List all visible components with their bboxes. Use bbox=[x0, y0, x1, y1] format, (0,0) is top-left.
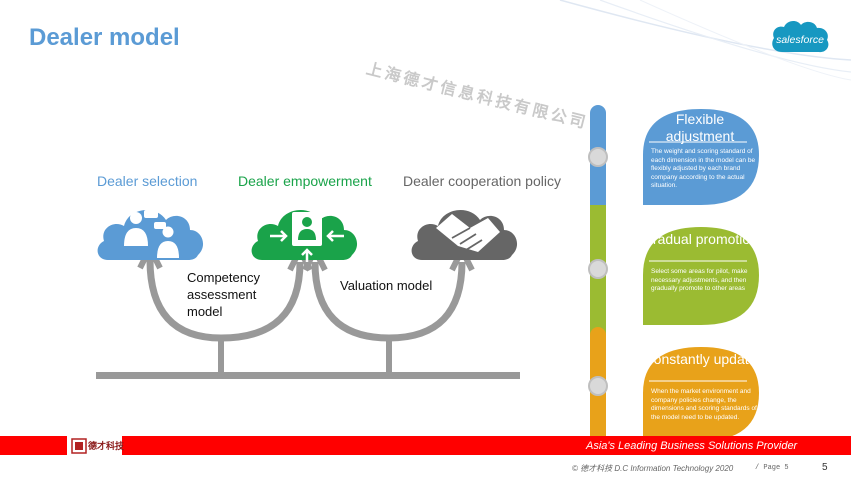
company-logo bbox=[67, 436, 122, 455]
bubble-flexible bbox=[643, 109, 759, 205]
bubble-title-flexible: Flexible adjustment bbox=[665, 111, 735, 144]
bubble-body-constant: When the market environment and company … bbox=[651, 388, 757, 421]
arc-competency bbox=[146, 259, 304, 342]
competency-model-label: Competency assessment model bbox=[187, 270, 260, 319]
post-right bbox=[386, 336, 392, 374]
arc-valuation bbox=[311, 261, 466, 342]
bubbles-bg bbox=[643, 109, 759, 441]
page-number: 5 bbox=[822, 462, 828, 473]
salesforce-logo: salesforce bbox=[768, 16, 832, 58]
cloud-label-dealer-cooperation-policy: Dealer cooperation policy bbox=[403, 173, 561, 189]
post-left bbox=[218, 336, 224, 374]
bubble-title-gradual: Gradual promotion bbox=[642, 231, 758, 247]
company-seal-icon bbox=[71, 438, 87, 454]
bubble-gradual bbox=[643, 227, 759, 325]
timeline-node bbox=[588, 259, 608, 279]
page-label: / Page 5 bbox=[755, 464, 789, 472]
salesforce-logo-text: salesforce bbox=[776, 34, 824, 46]
cloud-label-dealer-empowerment: Dealer empowerment bbox=[238, 173, 372, 189]
timeline-node bbox=[588, 376, 608, 396]
footer-tagline: Asia's Leading Business Solutions Provid… bbox=[586, 440, 798, 452]
timeline bbox=[588, 105, 608, 451]
copyright: © 德才科技 D.C Information Technology 2020 bbox=[572, 464, 734, 473]
bubble-constant bbox=[643, 347, 759, 441]
page-title: Dealer model bbox=[29, 24, 180, 51]
company-logo-text: 德才科技 bbox=[88, 442, 125, 452]
bubble-title-constant: Constantly update bbox=[643, 351, 757, 367]
bubble-body-gradual: Select some areas for pilot, make necess… bbox=[651, 268, 748, 293]
bubble-body-flexible: The weight and scoring standard of each … bbox=[651, 148, 756, 190]
header-decoration bbox=[559, 0, 851, 81]
timeline-node bbox=[588, 147, 608, 167]
person-arrows-icon bbox=[251, 209, 358, 262]
dealer-model-diagram bbox=[96, 209, 520, 379]
people-chat-icon bbox=[97, 209, 204, 260]
cloud-label-dealer-selection: Dealer selection bbox=[97, 173, 198, 189]
footer-bar bbox=[0, 436, 851, 455]
valuation-model-label: Valuation model bbox=[340, 278, 433, 293]
handshake-icon bbox=[411, 209, 518, 260]
base-bar bbox=[96, 372, 520, 379]
